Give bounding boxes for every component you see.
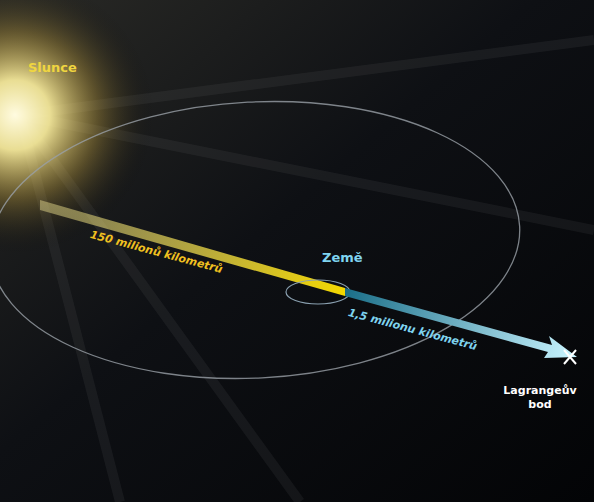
lagrange-label: Lagrangeův bod [499, 384, 581, 413]
earth-small-orbit [286, 280, 350, 304]
earth-lagrange-arrow [345, 288, 577, 358]
sun-label: Slunce [28, 60, 77, 75]
lagrange-point-mark [564, 350, 576, 364]
earth-label: Země [322, 250, 363, 265]
earth-orbit [0, 88, 527, 391]
sun-earth-line [40, 200, 345, 296]
